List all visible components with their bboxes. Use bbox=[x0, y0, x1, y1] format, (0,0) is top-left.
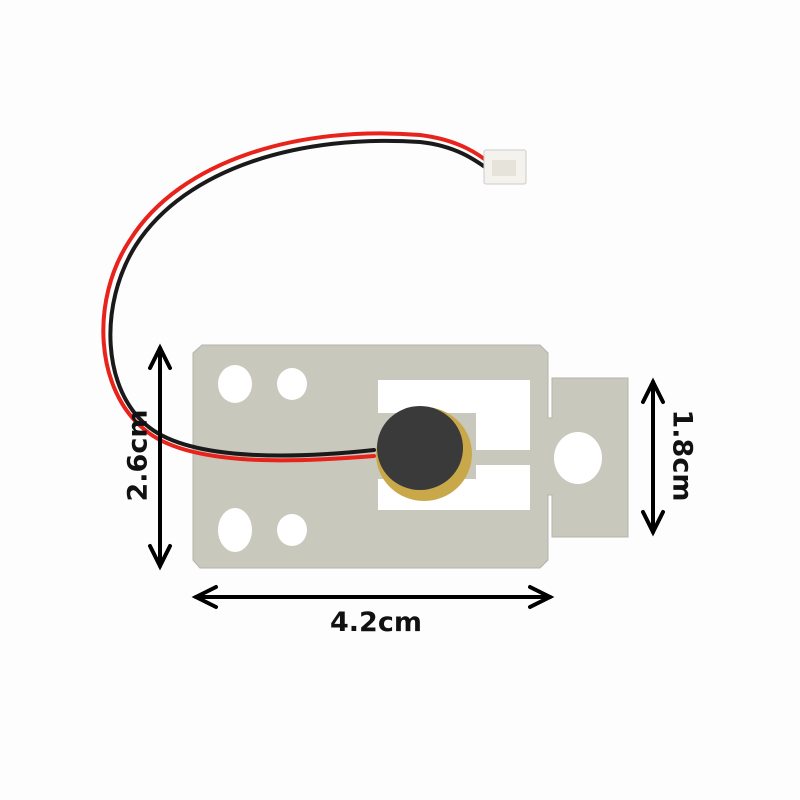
red-wire bbox=[101, 131, 494, 463]
height-arrow bbox=[148, 343, 172, 571]
black-wire bbox=[108, 138, 494, 458]
height-label: 2.6cm bbox=[122, 409, 154, 502]
mount-hole bbox=[277, 514, 307, 546]
tab-height-label: 1.8cm bbox=[666, 409, 698, 502]
width-label: 4.2cm bbox=[330, 607, 422, 638]
dimension-arrows bbox=[148, 343, 665, 609]
mount-hole bbox=[277, 368, 307, 400]
wire-pair bbox=[101, 131, 494, 463]
tongue-bar bbox=[476, 450, 552, 465]
tab-height-arrow bbox=[641, 377, 665, 537]
width-arrow bbox=[191, 585, 555, 609]
tab-hole bbox=[554, 432, 602, 484]
mount-hole bbox=[218, 365, 252, 403]
connector bbox=[483, 149, 527, 185]
mount-hole bbox=[218, 508, 252, 552]
piezo-disc bbox=[376, 406, 472, 501]
